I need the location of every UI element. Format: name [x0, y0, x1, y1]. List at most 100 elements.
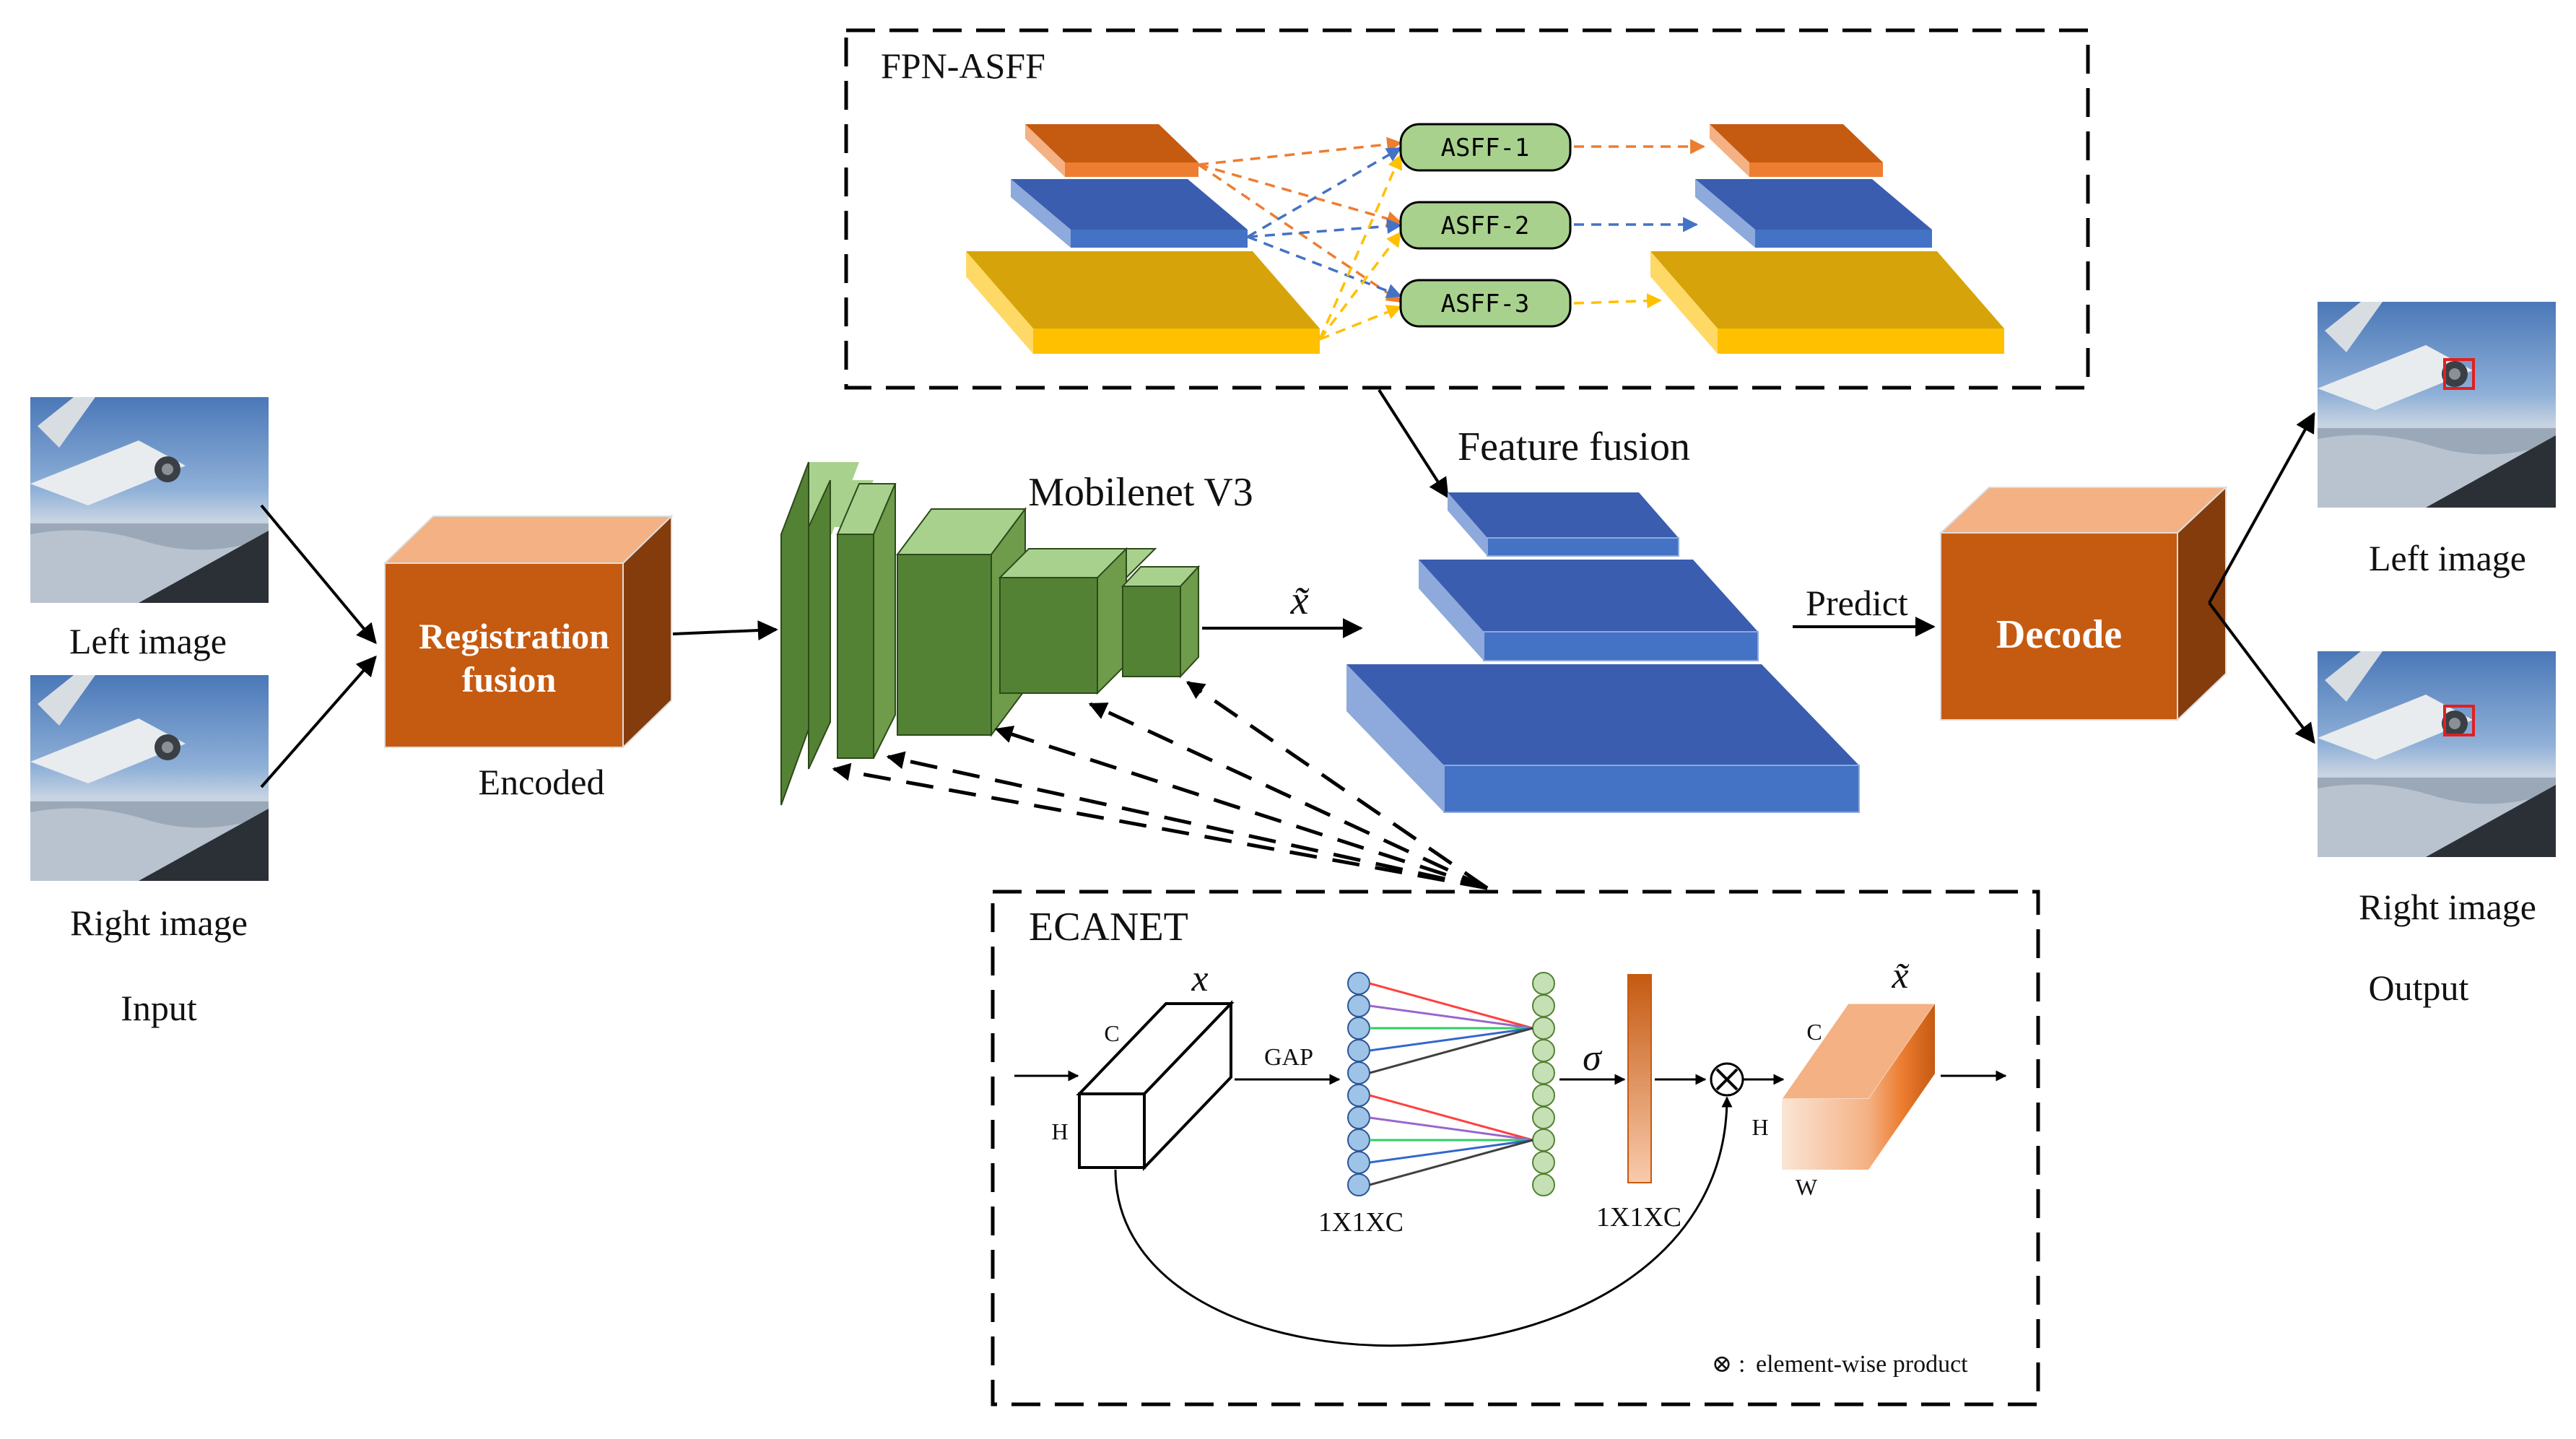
right-input-image	[30, 675, 269, 881]
input-section: Left image Right image Input	[30, 397, 269, 1028]
ecanet-title: ECANET	[1029, 905, 1188, 949]
fpn-asff-title: FPN-ASFF	[881, 45, 1045, 86]
arrow-fpn-to-fusion	[1378, 388, 1449, 499]
arrow-left-to-registration	[260, 504, 377, 645]
vector-label-1: 1X1XC	[1318, 1207, 1404, 1238]
conn-l3-asff2	[1318, 231, 1402, 341]
backbone-layer-2	[808, 479, 831, 770]
right-output-image	[2318, 651, 2556, 857]
conv-vector-cell	[1532, 1061, 1555, 1084]
fpn-out-level2-top	[1695, 179, 1932, 230]
asff-3-out-arrow	[1573, 293, 1663, 309]
conn-l1-asff1	[1198, 136, 1403, 166]
eca-conv-line	[1369, 1139, 1533, 1186]
eca-conv-line	[1369, 982, 1533, 1030]
input-caption: Input	[121, 988, 197, 1028]
conn-l1-asff2	[1198, 163, 1403, 226]
gap-vector-cell	[1347, 1084, 1370, 1107]
input-cuboid-front	[1078, 1092, 1146, 1169]
gap-vector-cell	[1347, 1151, 1370, 1174]
asff-module-3: ASFF-3	[1399, 279, 1572, 328]
asff-3-box	[1399, 279, 1572, 328]
legend-colon: :	[1739, 1351, 1745, 1378]
attention-arrow-1	[832, 762, 1488, 890]
fusion-level3-top	[1346, 664, 1859, 765]
attention-arrow-5	[1185, 680, 1489, 890]
gap-vector-cell	[1347, 972, 1370, 995]
fusion-level3-front	[1443, 765, 1860, 813]
vector-label-2: 1X1XC	[1596, 1202, 1681, 1233]
fpn-out-level3-front	[1718, 329, 2004, 354]
fpn-out-level2-edge	[1695, 179, 1755, 248]
feature-fusion-stack: Feature fusion	[1346, 425, 1860, 813]
fpn-asff-border	[844, 28, 2090, 390]
left-output-detection-box	[2443, 358, 2475, 390]
conn-l2-asff1	[1247, 147, 1402, 238]
fpn-in-level1-edge	[1025, 124, 1065, 177]
ecanet-out-dim-c: C	[1806, 1019, 1822, 1045]
left-input-image	[30, 397, 269, 603]
skip-connection	[1114, 1096, 1733, 1347]
ecanet-output-symbol: x̃	[1891, 955, 1909, 996]
eca-conv-line	[1369, 1094, 1533, 1142]
asff-2-box	[1399, 201, 1572, 250]
ecanet-output-cuboid	[1781, 1003, 1936, 1170]
eca-conv-line	[1369, 1139, 1533, 1164]
conn-l2-asff2	[1247, 218, 1403, 238]
ecanet-out-dim-w: W	[1796, 1174, 1818, 1200]
fusion-level3-edge	[1346, 664, 1444, 812]
fpn-in-level3-edge	[966, 251, 1033, 354]
arrow-decode-to-left-output	[2208, 412, 2315, 604]
legend-product-icon: ⊗	[1712, 1351, 1733, 1378]
feature-fusion-label: Feature fusion	[1458, 425, 1690, 469]
arrow-registration-to-backbone	[672, 620, 778, 641]
output-cuboid-front	[1782, 1099, 1868, 1170]
fusion-level2-edge	[1419, 560, 1484, 661]
conv-vector-cell	[1532, 972, 1555, 995]
fpn-out-level3-edge	[1650, 251, 1718, 354]
registration-label-line1: Registration	[419, 616, 609, 656]
right-input-label: Right image	[70, 903, 248, 943]
conv-vector-cell	[1532, 994, 1555, 1017]
attention-arrows	[832, 680, 1489, 890]
attention-arrow-2	[886, 751, 1488, 890]
product-operator-cross	[1715, 1068, 1739, 1091]
output-section: Left image Right image Output	[2318, 302, 2556, 1008]
fpn-out-level1-front	[1749, 162, 1883, 177]
mobilenet-label: Mobilenet V3	[1028, 470, 1253, 515]
ecanet-panel: ECANET x C H GAP 1X1XC σ 1X1XC	[991, 890, 2040, 1407]
right-output-label: Right image	[2359, 887, 2536, 927]
registration-cube-top	[383, 516, 674, 564]
left-output-image	[2318, 302, 2556, 508]
left-output-label: Left image	[2369, 538, 2526, 578]
arrow-decode-to-right-output	[2208, 601, 2315, 744]
gap-vector-cell	[1347, 994, 1370, 1017]
conv-vector	[1532, 972, 1555, 1196]
eca-conv-line	[1369, 1027, 1533, 1074]
encoded-label: Encoded	[479, 762, 605, 802]
asff-1-box	[1399, 123, 1572, 172]
backbone-layer-6	[1122, 586, 1181, 677]
fpn-in-level1-front	[1065, 162, 1198, 177]
fpn-asff-panel: FPN-ASFF ASFF-1 ASFF-	[844, 28, 2090, 390]
backbone-layer-3-side	[873, 483, 896, 759]
eca-conv-line	[1369, 1027, 1533, 1052]
backbone-layer-4	[897, 554, 992, 736]
asff-module-1: ASFF-1	[1399, 123, 1572, 172]
asff-module-2: ASFF-2	[1399, 201, 1572, 250]
mobilenet-backbone: Mobilenet V3	[780, 461, 1253, 806]
arrow-right-to-registration	[260, 655, 377, 788]
gap-vector-cell	[1347, 1106, 1370, 1129]
fpn-out-level2-front	[1755, 230, 1932, 248]
gap-vector	[1347, 972, 1370, 1196]
backbone-output-symbol: x̃	[1290, 578, 1310, 623]
fusion-level1-top	[1448, 492, 1679, 538]
asff-connections	[1198, 136, 1403, 341]
asff-2-label: ASFF-2	[1441, 212, 1530, 240]
gap-vector-cell	[1347, 1039, 1370, 1062]
gap-vector-cell	[1347, 1129, 1370, 1152]
backbone-layer-6-side	[1180, 565, 1199, 679]
backbone-layer-1	[780, 461, 809, 806]
decode-block: Decode	[1938, 485, 2228, 722]
